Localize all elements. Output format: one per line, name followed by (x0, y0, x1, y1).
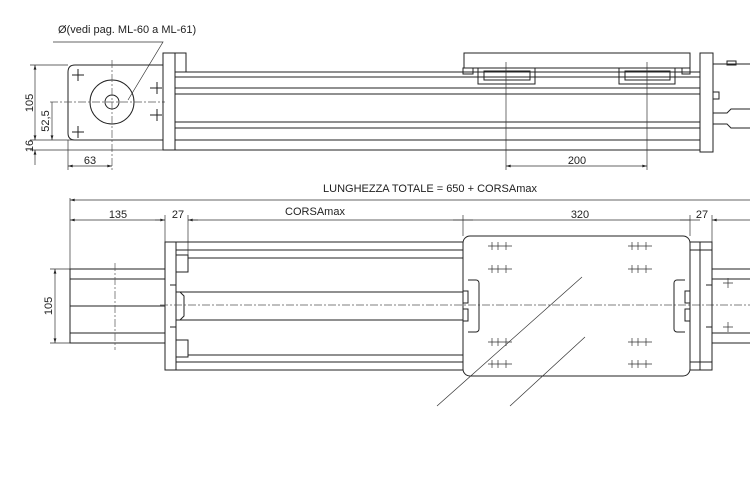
carriage (462, 235, 691, 377)
top-view: Ø(vedi pag. ML-60 a ML-61) 105 52,5 16 6… (24, 24, 750, 172)
dim-center-52-5: 52,5 (40, 110, 52, 131)
dim-flange-left-27: 27 (172, 209, 184, 221)
carriage-plate (463, 52, 691, 69)
carriage-blocks (463, 67, 690, 85)
dim-flange-right-27: 27 (696, 209, 708, 221)
dim-motor-axis-63: 63 (84, 155, 96, 167)
flange-left-bottom (164, 241, 177, 371)
break-line (436, 276, 583, 407)
diameter-note: Ø(vedi pag. ML-60 a ML-61) (58, 24, 196, 36)
diameter-leader (53, 41, 164, 101)
profile-body (175, 53, 700, 151)
dim-height-105: 105 (24, 94, 36, 112)
end-cap-right (699, 52, 714, 153)
dim-carriage-320: 320 (571, 209, 589, 221)
screw-crosses (72, 69, 162, 138)
dim-stroke-corsamax: CORSAmax (285, 206, 345, 218)
motor-plate (67, 64, 164, 141)
dim-motor-135: 135 (109, 209, 127, 221)
rails (176, 241, 712, 371)
mounting-holes (488, 242, 652, 368)
total-length-label: LUNGHEZZA TOTALE = 650 + CORSAmax (323, 183, 537, 195)
dim-carriage-pitch-200: 200 (568, 155, 586, 167)
screw-crosses-right (723, 278, 733, 332)
dim-offset-16: 16 (24, 140, 36, 152)
flange-left (162, 52, 176, 151)
break-line (509, 336, 586, 407)
flange-right-bottom (699, 241, 713, 371)
bottom-view: LUNGHEZZA TOTALE = 650 + CORSAmax 135 27… (43, 183, 750, 407)
dim-height-105-bottom: 105 (43, 297, 55, 315)
